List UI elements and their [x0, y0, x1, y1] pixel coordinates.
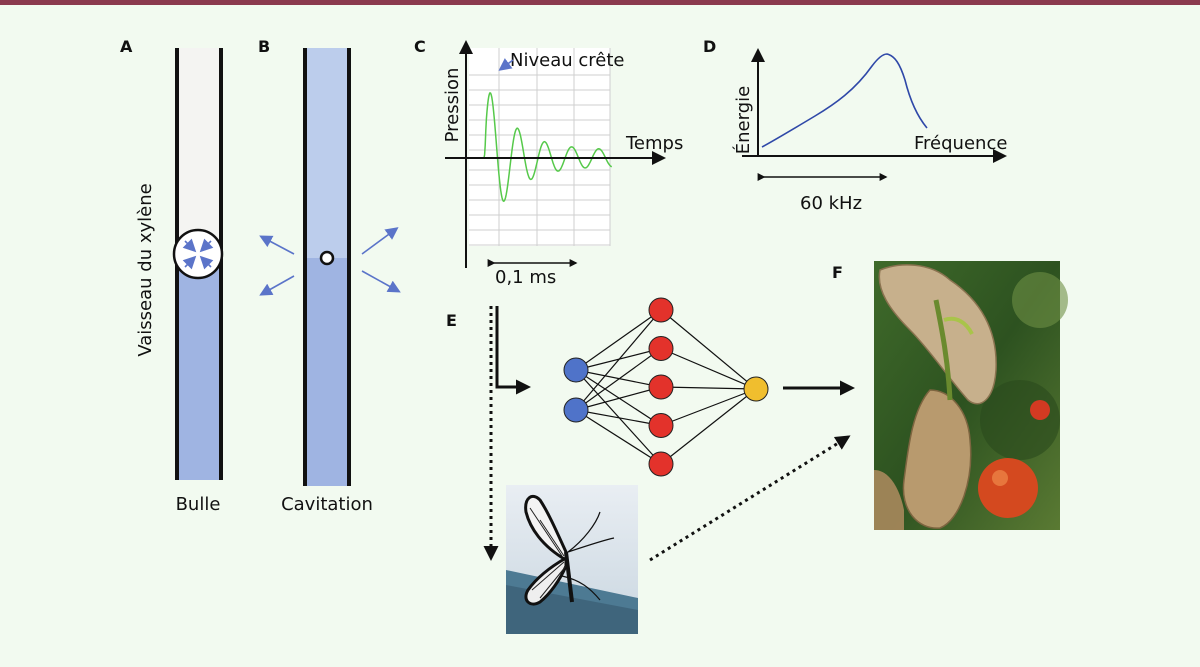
butterfly-icon: [524, 495, 615, 606]
panel-c-letter: C: [414, 37, 426, 56]
energy-ylabel: Énergie: [732, 86, 754, 154]
input-node: [563, 397, 589, 423]
network-edge: [575, 309, 662, 411]
arrow-in-4: [199, 255, 214, 270]
duration-label: 0,1 ms: [495, 267, 556, 288]
panel-a-caption: Bulle: [176, 494, 221, 515]
hidden-node: [648, 374, 674, 400]
panel-e: E: [446, 297, 855, 562]
energy-xlabel: Fréquence: [914, 133, 1007, 154]
vessel-b-upper: [306, 48, 348, 258]
cavitation-bubble: [319, 250, 335, 266]
panel-a: A Bulle Vaisseau du xylène: [120, 37, 224, 515]
vessel-a-water: [178, 258, 220, 480]
small-tomato: [1030, 400, 1050, 420]
network-edge: [575, 309, 662, 371]
input-node: [563, 357, 589, 383]
panel-f-letter: F: [832, 263, 843, 282]
bubble-collapse-arrows: [182, 238, 214, 270]
input-arrow: [495, 306, 531, 395]
bubble: [172, 228, 224, 280]
panel-b-caption: Cavitation: [281, 494, 373, 515]
peak-label: Niveau crête: [510, 50, 624, 71]
pressure-wave: [483, 91, 613, 203]
hidden-node: [648, 451, 674, 477]
arrow-in-1: [182, 238, 197, 253]
panel-e-letter: E: [446, 311, 457, 330]
arrow-out-1: [259, 235, 295, 255]
arrow-in-3: [182, 255, 197, 270]
panel-b-letter: B: [258, 37, 270, 56]
network-edge: [660, 309, 757, 390]
vessel-a-gas: [178, 48, 220, 258]
hidden-node: [648, 413, 674, 438]
frequency-span-label: 60 kHz: [800, 193, 862, 214]
network-edge: [575, 409, 662, 427]
network-edge: [575, 369, 662, 465]
vessel-vertical-label: Vaisseau du xylène: [135, 183, 156, 356]
wilted-leaf-top: [878, 264, 997, 405]
network-edge: [575, 369, 662, 388]
energy-spectrum-line: [761, 53, 928, 148]
network-edge: [575, 386, 662, 411]
network-edge: [575, 409, 662, 465]
neural-network: [563, 297, 769, 477]
plant-stem: [933, 299, 953, 401]
arrow-out-2: [259, 275, 295, 296]
network-edge: [660, 386, 757, 390]
panel-f: F: [832, 261, 1068, 530]
network-edge: [575, 369, 662, 427]
arrow-in-2: [199, 238, 214, 253]
network-edge: [660, 347, 757, 390]
output-node: [743, 376, 769, 402]
panel-c: C Pression Temps Niveau crête 0,1 ms: [414, 37, 683, 288]
arrow-out-4: [361, 270, 401, 293]
tomato-fruit: [978, 458, 1038, 518]
hidden-node: [648, 336, 674, 361]
top-bar: [0, 0, 1200, 5]
peak-pointer-arrow: [498, 58, 514, 71]
hidden-node: [648, 297, 674, 323]
network-edge: [660, 388, 757, 465]
panel-a-letter: A: [120, 37, 133, 56]
dashed-arrow-to-plant: [649, 435, 851, 562]
network-edge: [575, 348, 662, 411]
pressure-grid: [469, 48, 611, 246]
pressure-ylabel: Pression: [442, 68, 463, 143]
butterfly-photo: [506, 485, 638, 634]
panel-d: D Énergie Fréquence 60 kHz: [703, 37, 1007, 214]
network-edge: [660, 388, 757, 427]
panel-d-letter: D: [703, 37, 716, 56]
arrow-out-3: [361, 227, 399, 255]
pressure-xlabel: Temps: [625, 133, 683, 154]
wilted-leaf-bottom: [902, 389, 972, 529]
panel-b: B Cavitation: [258, 37, 401, 515]
cavitation-wave-arrows: [259, 227, 401, 296]
pressure-plot-area: [469, 48, 610, 246]
vessel-b-lower: [306, 258, 348, 486]
plant-photo: [874, 261, 1068, 530]
